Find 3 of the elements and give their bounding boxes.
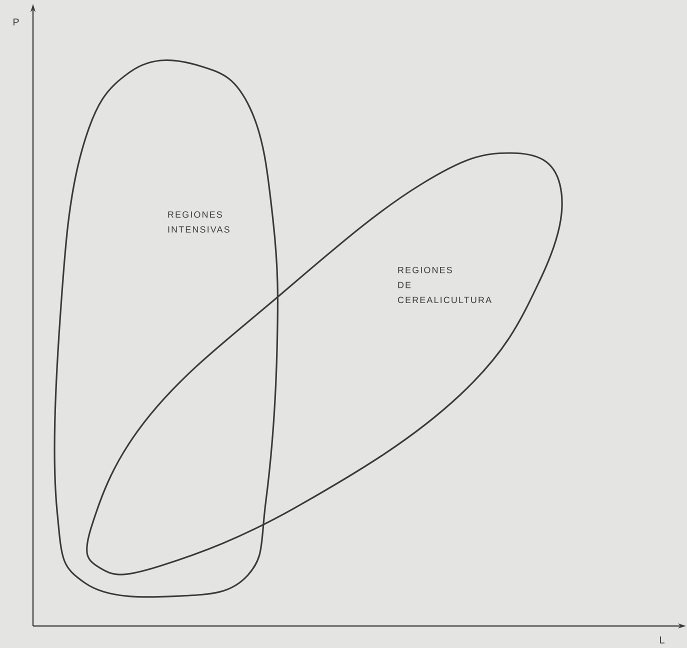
axis-label: L [660,636,664,644]
region-loop: REGIONES INTENSIVAS [54,59,279,598]
axis-label: P [14,18,19,26]
